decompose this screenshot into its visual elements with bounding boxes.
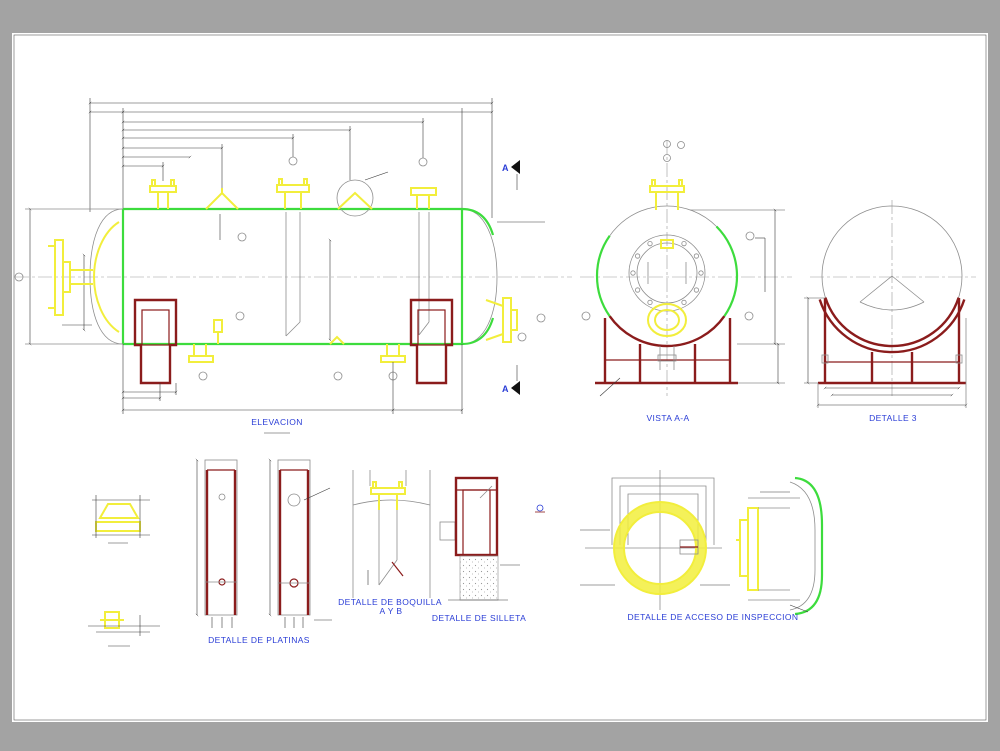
left-head [89, 208, 124, 345]
shell-arc-left [595, 235, 611, 317]
sheet-border [13, 34, 987, 721]
vista-aa-title: VISTA A-A [646, 413, 689, 423]
detail-1 [92, 495, 150, 544]
shell-arc-bottom [608, 315, 726, 348]
section-view-aa: VISTA A-A [580, 140, 792, 423]
section-marker-bottom: A [502, 365, 520, 395]
detail-3-dimensions [804, 296, 968, 408]
top-nozzle [649, 140, 685, 210]
manway-side-view [736, 476, 824, 616]
detail-3: DETALLE 3 [804, 200, 976, 423]
right-head-green-top [461, 207, 495, 236]
vista-dimensions [581, 208, 785, 397]
nozzle-marker [663, 154, 671, 162]
right-head-green-bottom [461, 317, 495, 346]
detalle-boquilla-title: DETALLE DE BOQUILLA [338, 597, 442, 607]
top-nozzle-3 [276, 178, 310, 337]
detalle-acceso-title: DETALLE DE ACCESO DE INSPECCION [628, 612, 799, 622]
nozzle-marker [744, 311, 754, 321]
left-head-inner [92, 221, 120, 333]
nozzle-marker [198, 371, 208, 381]
bottom-dimensions [121, 344, 464, 414]
top-nozzle-5 [410, 187, 437, 336]
top-nozzle-2 [205, 188, 239, 210]
nozzle-marker [745, 231, 755, 241]
shell-arc-right [715, 225, 739, 317]
bottom-nozzle-1 [188, 319, 223, 381]
detalle-3-title: DETALLE 3 [869, 413, 917, 423]
vessel-shell [89, 207, 498, 346]
detalle-platinas-title: DETALLE DE PLATINAS [208, 635, 310, 645]
section-marker-top: A [502, 160, 520, 190]
plate-right [268, 458, 332, 628]
nozzle-marker [288, 156, 298, 166]
top-manway [336, 179, 374, 217]
elevation-view: A A ELEVACION [14, 98, 572, 434]
bottom-nozzle-projection [647, 303, 687, 337]
section-arrow [511, 381, 520, 395]
nozzle-marker [581, 311, 591, 321]
head-curve [794, 476, 824, 616]
section-marker-letter: A [502, 163, 509, 173]
detail-2 [88, 611, 160, 647]
saddle-plate [818, 297, 966, 385]
plate-left [195, 458, 238, 628]
nozzle-marker [237, 232, 247, 242]
saddle-legs [595, 318, 738, 385]
detail-saddle: DETALLE DE SILLETA [432, 476, 526, 623]
manway-flange [628, 234, 706, 312]
left-dimensions [25, 207, 123, 346]
detalle-silleta-title: DETALLE DE SILLETA [432, 613, 526, 623]
bottom-nozzle [657, 346, 677, 370]
right-saddle [409, 298, 454, 385]
detalle-boquilla-subtitle: A Y B [380, 606, 403, 616]
top-dimensions [88, 98, 545, 223]
elevation-title: ELEVACION [251, 417, 303, 427]
nozzle-marker [418, 157, 428, 167]
nozzle-marker [517, 332, 527, 342]
section-arrow [511, 160, 520, 174]
left-nozzle [48, 239, 93, 316]
detail-nozzle: DETALLE DE BOQUILLA A Y B [338, 470, 442, 616]
right-nozzle [485, 297, 546, 343]
top-nozzle-1 [149, 179, 177, 209]
nozzle-marker [536, 313, 546, 323]
nozzle-marker [333, 371, 343, 381]
left-saddle [133, 298, 178, 385]
shell-section [352, 499, 431, 506]
concrete-base [459, 555, 499, 601]
north-symbol [535, 504, 545, 513]
bottom-nozzle-2 [329, 335, 345, 381]
section-marker-letter: A [502, 384, 509, 394]
nozzle-marker [677, 141, 685, 149]
detail-inspection-access: DETALLE DE ACCESO DE INSPECCION [580, 470, 824, 622]
manway-ring [613, 501, 707, 595]
right-head [461, 208, 498, 345]
centerline-marker [14, 272, 24, 282]
detail-plates: DETALLE DE PLATINAS [195, 458, 332, 645]
nozzle-marker [235, 311, 245, 321]
nozzle-marker [663, 140, 671, 148]
